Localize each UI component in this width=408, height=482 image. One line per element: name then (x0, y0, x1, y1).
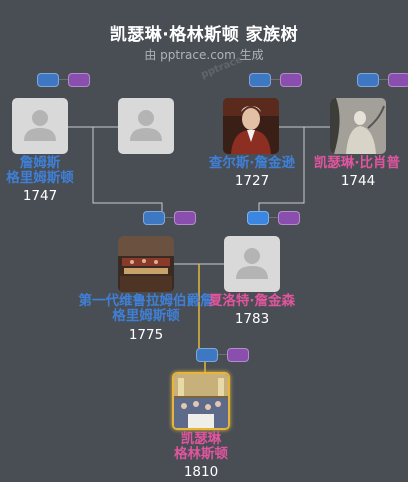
person-photo-unknown[interactable] (118, 98, 174, 154)
person-placeholder-icon (236, 248, 268, 279)
person-photo-james[interactable] (12, 98, 68, 154)
toggle-group (357, 73, 408, 87)
person-year-catherine: 1810 (183, 464, 219, 480)
expand-father-toggle[interactable] (249, 73, 282, 87)
person-name-james[interactable]: 詹姆斯 格里姆斯顿 (6, 155, 74, 186)
person-photo-catherine-bishop[interactable] (330, 98, 386, 154)
person-name-viscount[interactable]: 第一代维鲁拉姆伯爵詹 格里姆斯顿 (78, 293, 214, 324)
page-subtitle: 由 pptrace.com 生成 (144, 48, 264, 62)
person-placeholder-icon (130, 110, 162, 141)
person-placeholder-icon (24, 110, 56, 141)
portrait-image (174, 374, 228, 428)
expand-mother-toggle[interactable] (68, 73, 90, 87)
portrait-image (223, 98, 279, 154)
page-title: 凯瑟琳·格林斯顿 家族树 (109, 25, 299, 45)
person-year-catherine-bishop: 1744 (340, 173, 376, 189)
person-name-charles[interactable]: 查尔斯·詹金逊 (208, 155, 296, 171)
person-photo-catherine[interactable] (172, 372, 230, 430)
person-photo-charles[interactable] (223, 98, 279, 154)
expand-mother-toggle[interactable] (227, 348, 249, 362)
person-photo-charlotte[interactable] (224, 236, 280, 292)
person-photo-viscount[interactable] (118, 236, 174, 292)
expand-father-toggle[interactable] (37, 73, 70, 87)
expand-mother-toggle[interactable] (174, 211, 196, 225)
expand-father-toggle[interactable] (357, 73, 390, 87)
person-name-catherine[interactable]: 凯瑟琳 格林斯顿 (174, 431, 228, 462)
portrait-image (330, 98, 386, 154)
connector-top-right-descent (258, 127, 305, 212)
person-name-charlotte[interactable]: 夏洛特·詹金森 (208, 293, 296, 309)
expand-mother-toggle[interactable] (280, 73, 302, 87)
person-year-viscount: 1775 (128, 327, 164, 343)
toggle-group (249, 73, 309, 87)
person-year-james: 1747 (22, 188, 58, 204)
person-year-charlotte: 1783 (234, 311, 270, 327)
connector-top-left-descent (92, 127, 163, 212)
expand-father-toggle[interactable] (196, 348, 229, 362)
expand-mother-toggle[interactable] (278, 211, 300, 225)
expand-father-toggle[interactable] (247, 211, 280, 225)
toggle-group (143, 211, 203, 225)
person-year-charles: 1727 (234, 173, 270, 189)
toggle-group (247, 211, 307, 225)
toggle-group (37, 73, 97, 87)
expand-father-toggle[interactable] (143, 211, 176, 225)
toggle-group (196, 348, 256, 362)
person-name-catherine-bishop[interactable]: 凯瑟琳·比肖普 (313, 155, 401, 171)
expand-mother-toggle[interactable] (388, 73, 408, 87)
portrait-image (118, 236, 174, 292)
